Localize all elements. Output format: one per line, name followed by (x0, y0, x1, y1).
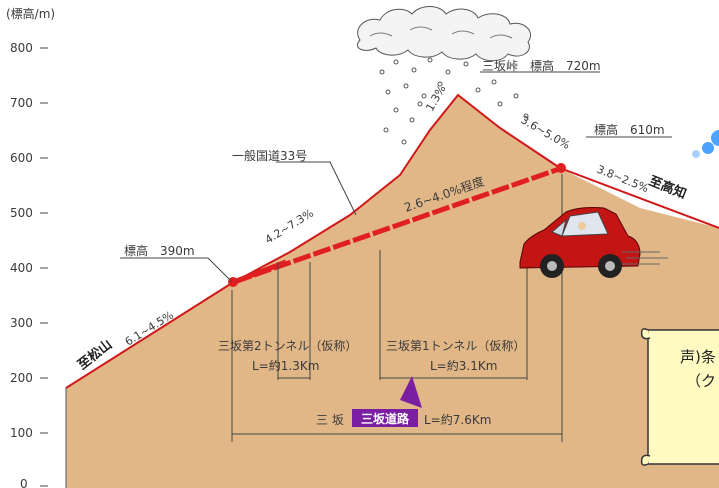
to-kochi-label: 至高知 (647, 173, 689, 202)
y-tick-100: 100 (10, 426, 33, 440)
tunnel2-length: L=約1.3Km (252, 358, 319, 373)
bubble-dots (692, 130, 719, 158)
east-elevation-label: 標高 610m (594, 122, 665, 137)
tunnel2-name: 三坂第2トンネル（仮称） (218, 339, 357, 353)
y-tick-600: 600 (10, 151, 33, 165)
y-tick-0: 0 (20, 477, 28, 488)
west-portal-point (228, 277, 238, 287)
road-badge-label: 三坂道路 (361, 411, 410, 426)
tunnel-road-line (233, 165, 563, 285)
east-portal-point (556, 163, 566, 173)
scroll-note-line2: （ク (686, 372, 716, 390)
scroll-note: 声)条 （ク (640, 328, 719, 466)
existing-road-line (231, 93, 561, 284)
dimension-lines (231, 174, 563, 442)
total-prefix: 三 坂 (316, 413, 344, 427)
tunnel1-name: 三坂第1トンネル（仮称） (386, 339, 525, 353)
west-elevation-label: 標高 390m (124, 243, 195, 258)
y-tick-500: 500 (10, 206, 33, 220)
y-tick-700: 700 (10, 96, 33, 110)
scroll-note-line1: 声)条 (680, 348, 716, 366)
cloud-icon (356, 6, 532, 62)
mountain-section (66, 95, 719, 488)
tunnel1-length: L=約3.1Km (430, 358, 497, 373)
y-axis (40, 47, 48, 487)
y-tick-400: 400 (10, 261, 33, 275)
y-tick-200: 200 (10, 371, 33, 385)
car-icon (519, 207, 668, 278)
snow-dots (379, 57, 529, 145)
total-length: L=約7.6Km (424, 412, 491, 427)
y-tick-300: 300 (10, 316, 33, 330)
road-badge: 三坂道路 (352, 376, 422, 427)
national-route-label: 一般国道33号 (232, 148, 307, 163)
pass-elevation-label: 三坂峠 標高 720m (482, 58, 601, 73)
y-axis-unit: (標高/m) (6, 6, 55, 21)
leader-lines (120, 71, 672, 283)
y-tick-800: 800 (10, 41, 33, 55)
grade-near-summit: 1.3% (423, 83, 448, 114)
